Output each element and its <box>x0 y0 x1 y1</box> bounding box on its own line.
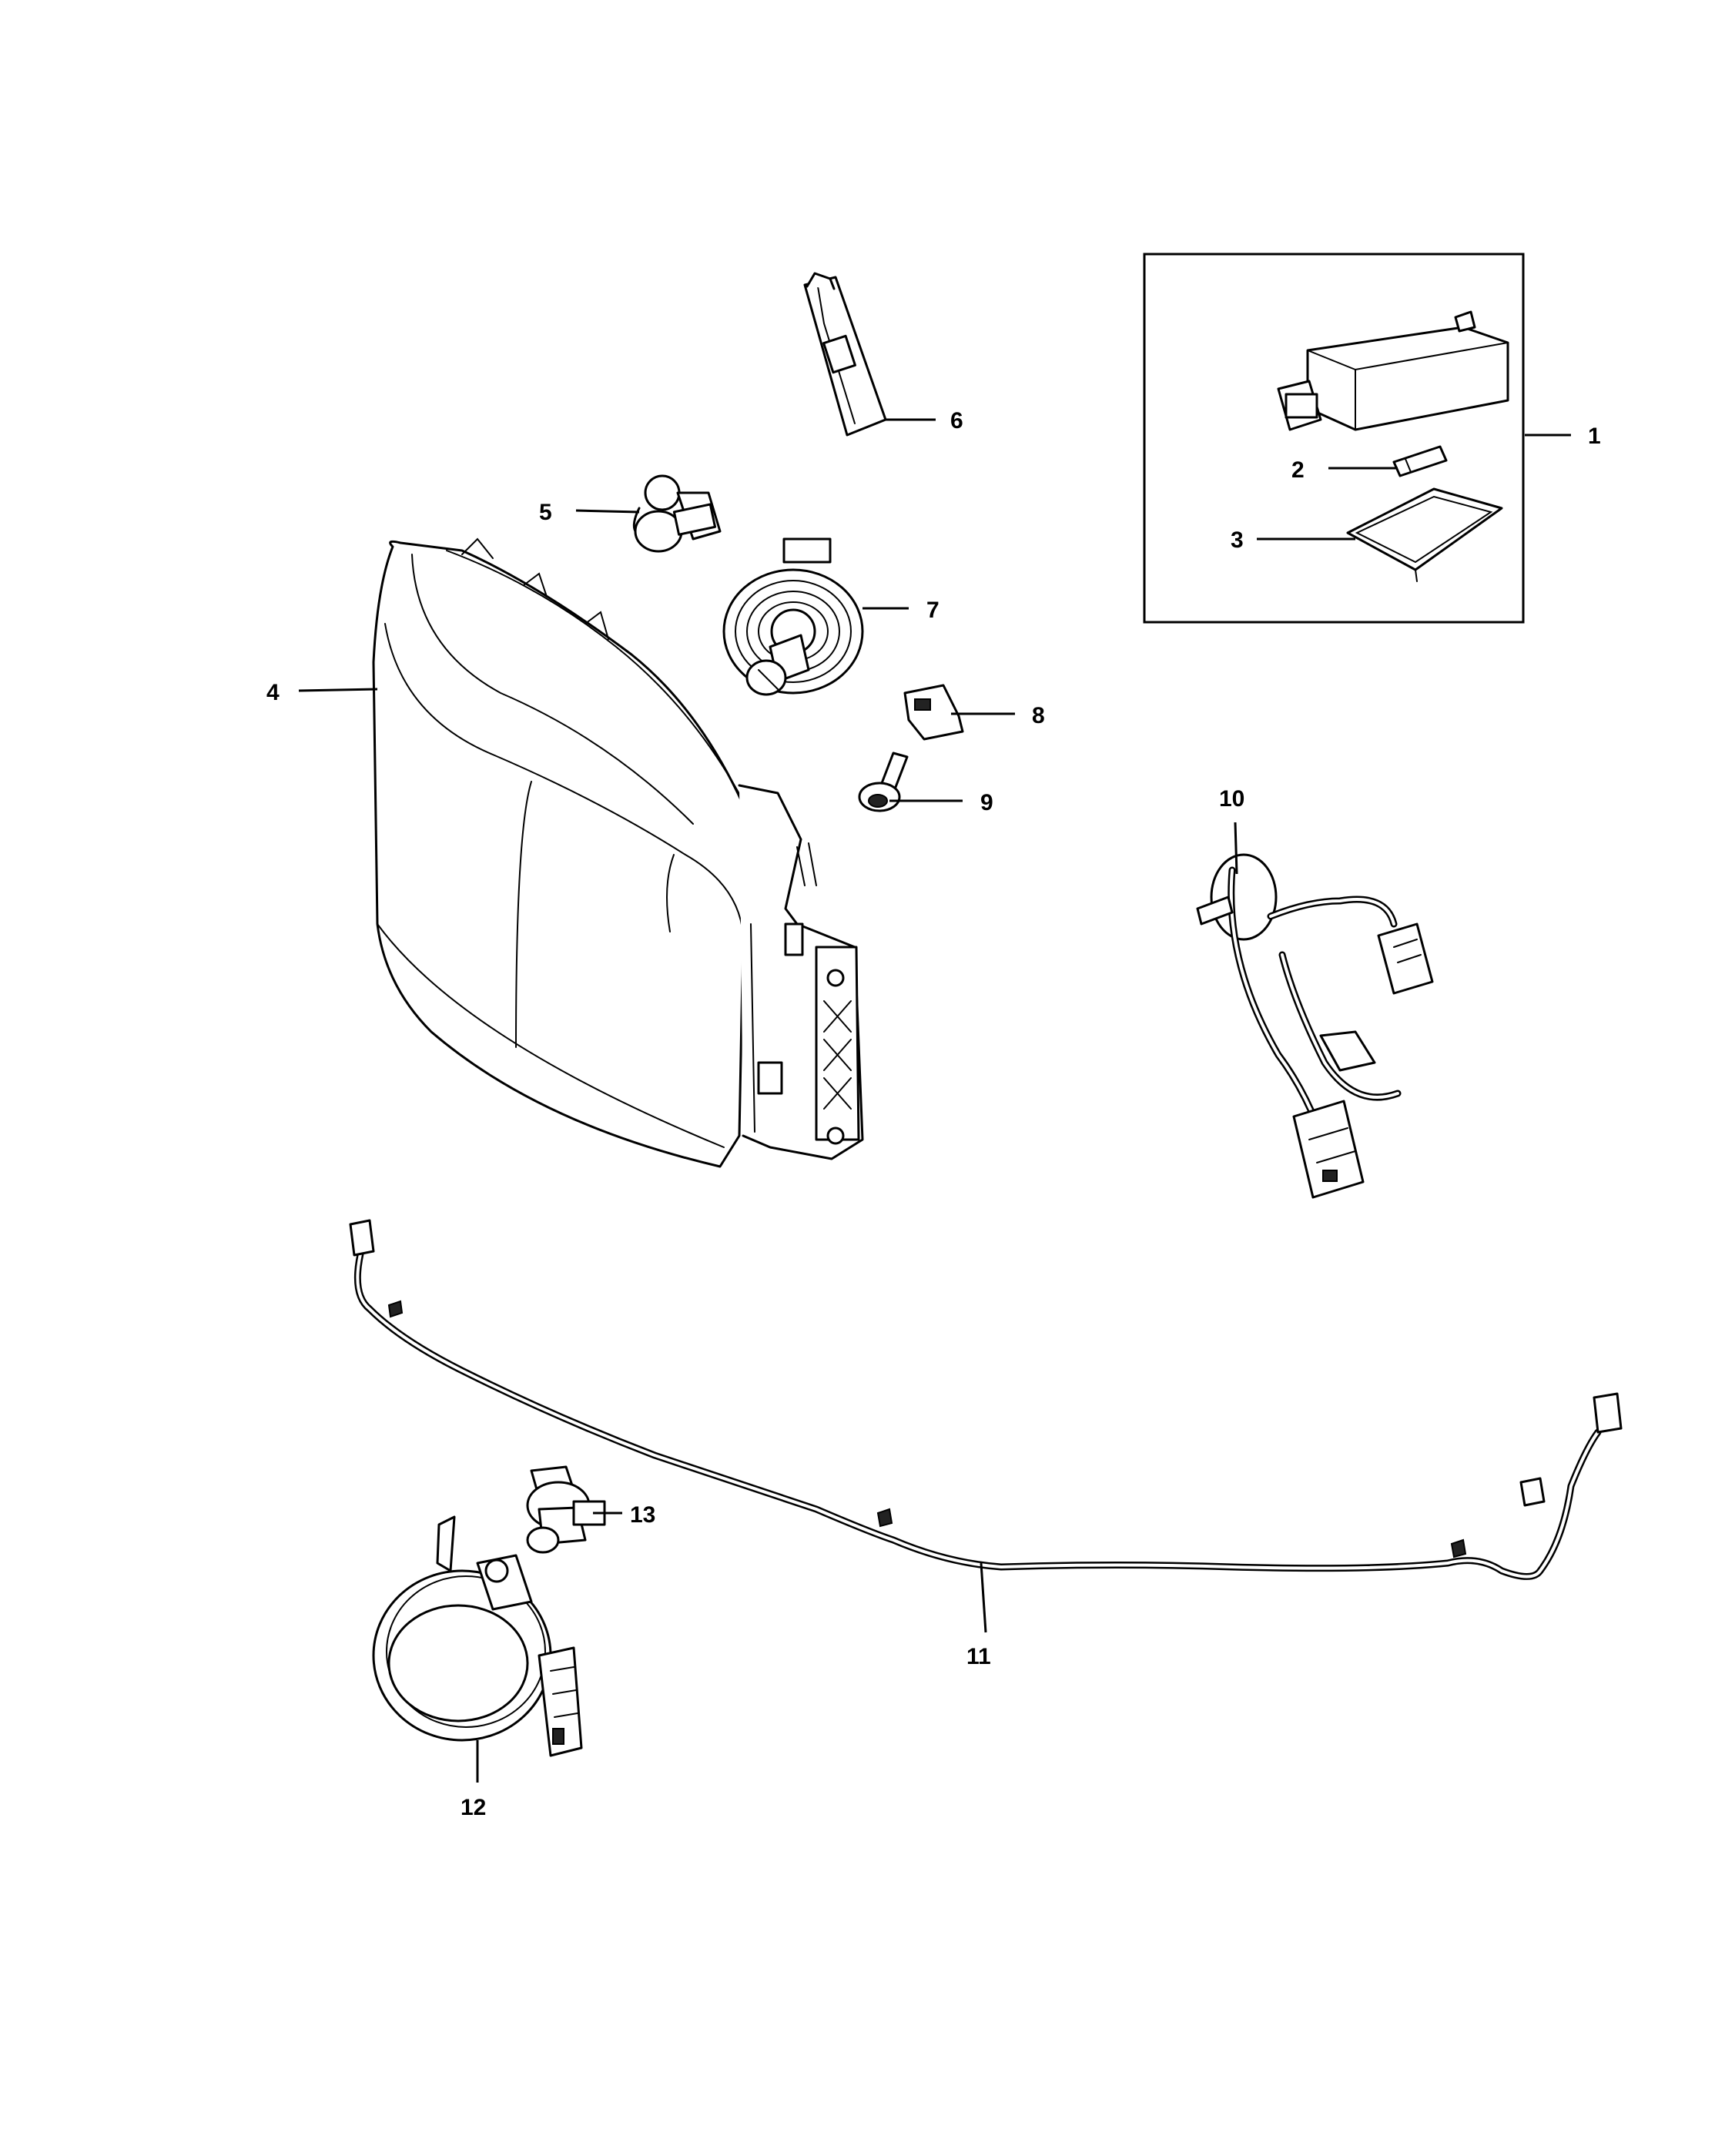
callout-7: 7 <box>926 598 940 623</box>
callout-12: 12 <box>461 1795 486 1820</box>
callout-10: 10 <box>1219 786 1244 812</box>
headlamp-part <box>372 537 864 1168</box>
clip-part <box>803 272 887 437</box>
callout-1: 1 <box>1588 424 1601 449</box>
headlamp-harness-part <box>1196 853 1434 1199</box>
bulb-socket-part <box>632 474 722 553</box>
callout-11: 11 <box>966 1644 991 1669</box>
callout-9: 9 <box>980 790 993 815</box>
callout-3: 3 <box>1231 527 1244 553</box>
callout-8: 8 <box>1032 703 1045 728</box>
leader-lines <box>298 418 1571 1783</box>
tray-part <box>1346 487 1503 582</box>
fog-bulb-part <box>526 1465 606 1554</box>
bolt-part <box>858 752 909 812</box>
callout-13: 13 <box>630 1502 655 1528</box>
fog-lamp-part <box>372 1515 583 1757</box>
callout-2: 2 <box>1291 457 1305 483</box>
callout-6: 6 <box>950 408 963 434</box>
nut-part <box>903 684 964 741</box>
bulb-grommet-part <box>722 537 864 696</box>
module-part <box>1277 310 1509 431</box>
callout-4: 4 <box>266 680 280 705</box>
kit-box <box>1143 253 1525 624</box>
callout-5: 5 <box>539 500 552 525</box>
callout-labels: 1 2 3 4 5 6 7 8 9 10 11 12 13 <box>266 408 1601 1820</box>
fuse-part <box>1392 445 1448 477</box>
